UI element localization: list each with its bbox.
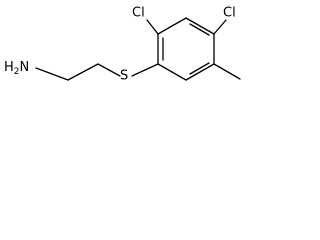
ring-double-bond-3 <box>189 62 210 75</box>
bond-c1-c2 <box>67 63 99 81</box>
ring-bond-5 <box>185 63 215 81</box>
ring-double-bond-2 <box>189 23 210 36</box>
sulfur-label: S <box>120 69 128 84</box>
chlorine-label-top-left: Cl <box>132 6 145 21</box>
ring-bond-6 <box>157 63 187 81</box>
bond-c2-s <box>97 63 121 77</box>
chlorine-label-top-right: Cl <box>223 6 236 21</box>
bond-ring-methyl <box>213 63 241 80</box>
ring-bond-2 <box>157 17 187 35</box>
amine-label: H2N <box>4 60 29 77</box>
bond-ring-cl-right <box>213 19 227 35</box>
bond-n-c1 <box>35 67 69 81</box>
chemical-structure-diagram: H2N S Cl Cl <box>4 6 241 84</box>
ring-bond-3 <box>185 17 215 35</box>
bond-s-ring <box>131 63 159 77</box>
bond-ring-cl-left <box>146 19 159 35</box>
